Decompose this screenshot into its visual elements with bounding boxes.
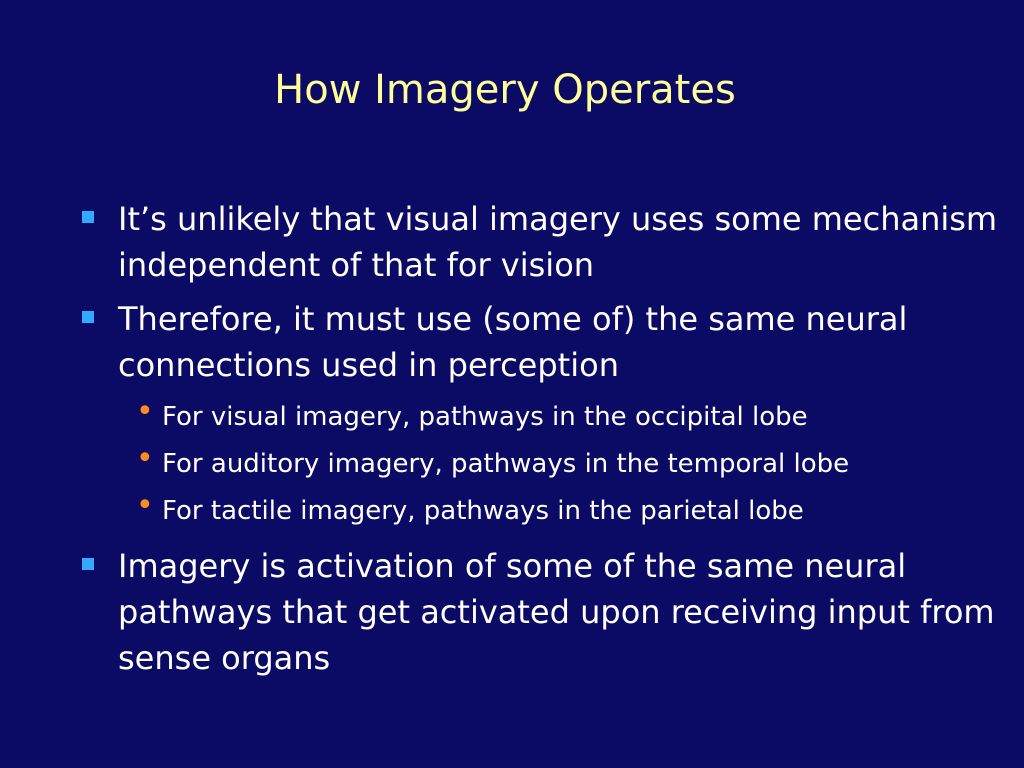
sub-bullet-item: • For visual imagery, pathways in the oc…: [128, 394, 1010, 441]
sub-bullet-text: For visual imagery, pathways in the occi…: [162, 402, 808, 432]
sub-bullet-item: • For auditory imagery, pathways in the …: [128, 441, 1010, 488]
square-bullet-icon: [82, 558, 94, 570]
square-bullet-icon: [82, 211, 94, 223]
bullet-item: Therefore, it must use (some of) the sam…: [80, 296, 1010, 388]
bullet-text: Imagery is activation of some of the sam…: [118, 547, 995, 677]
dot-bullet-icon: •: [136, 441, 154, 476]
dot-bullet-icon: •: [136, 488, 154, 523]
bullet-text: Therefore, it must use (some of) the sam…: [118, 300, 908, 384]
bullet-text: It’s unlikely that visual imagery uses s…: [118, 200, 998, 284]
sub-bullet-item: • For tactile imagery, pathways in the p…: [128, 488, 1010, 535]
bullet-item: Imagery is activation of some of the sam…: [80, 543, 1010, 681]
bullet-list: It’s unlikely that visual imagery uses s…: [80, 196, 1010, 689]
sub-bullet-text: For auditory imagery, pathways in the te…: [162, 449, 850, 479]
square-bullet-icon: [82, 311, 94, 323]
slide-title: How Imagery Operates: [274, 67, 736, 113]
sub-bullet-text: For tactile imagery, pathways in the par…: [162, 496, 804, 526]
dot-bullet-icon: •: [136, 394, 154, 429]
bullet-item: It’s unlikely that visual imagery uses s…: [80, 196, 1010, 288]
